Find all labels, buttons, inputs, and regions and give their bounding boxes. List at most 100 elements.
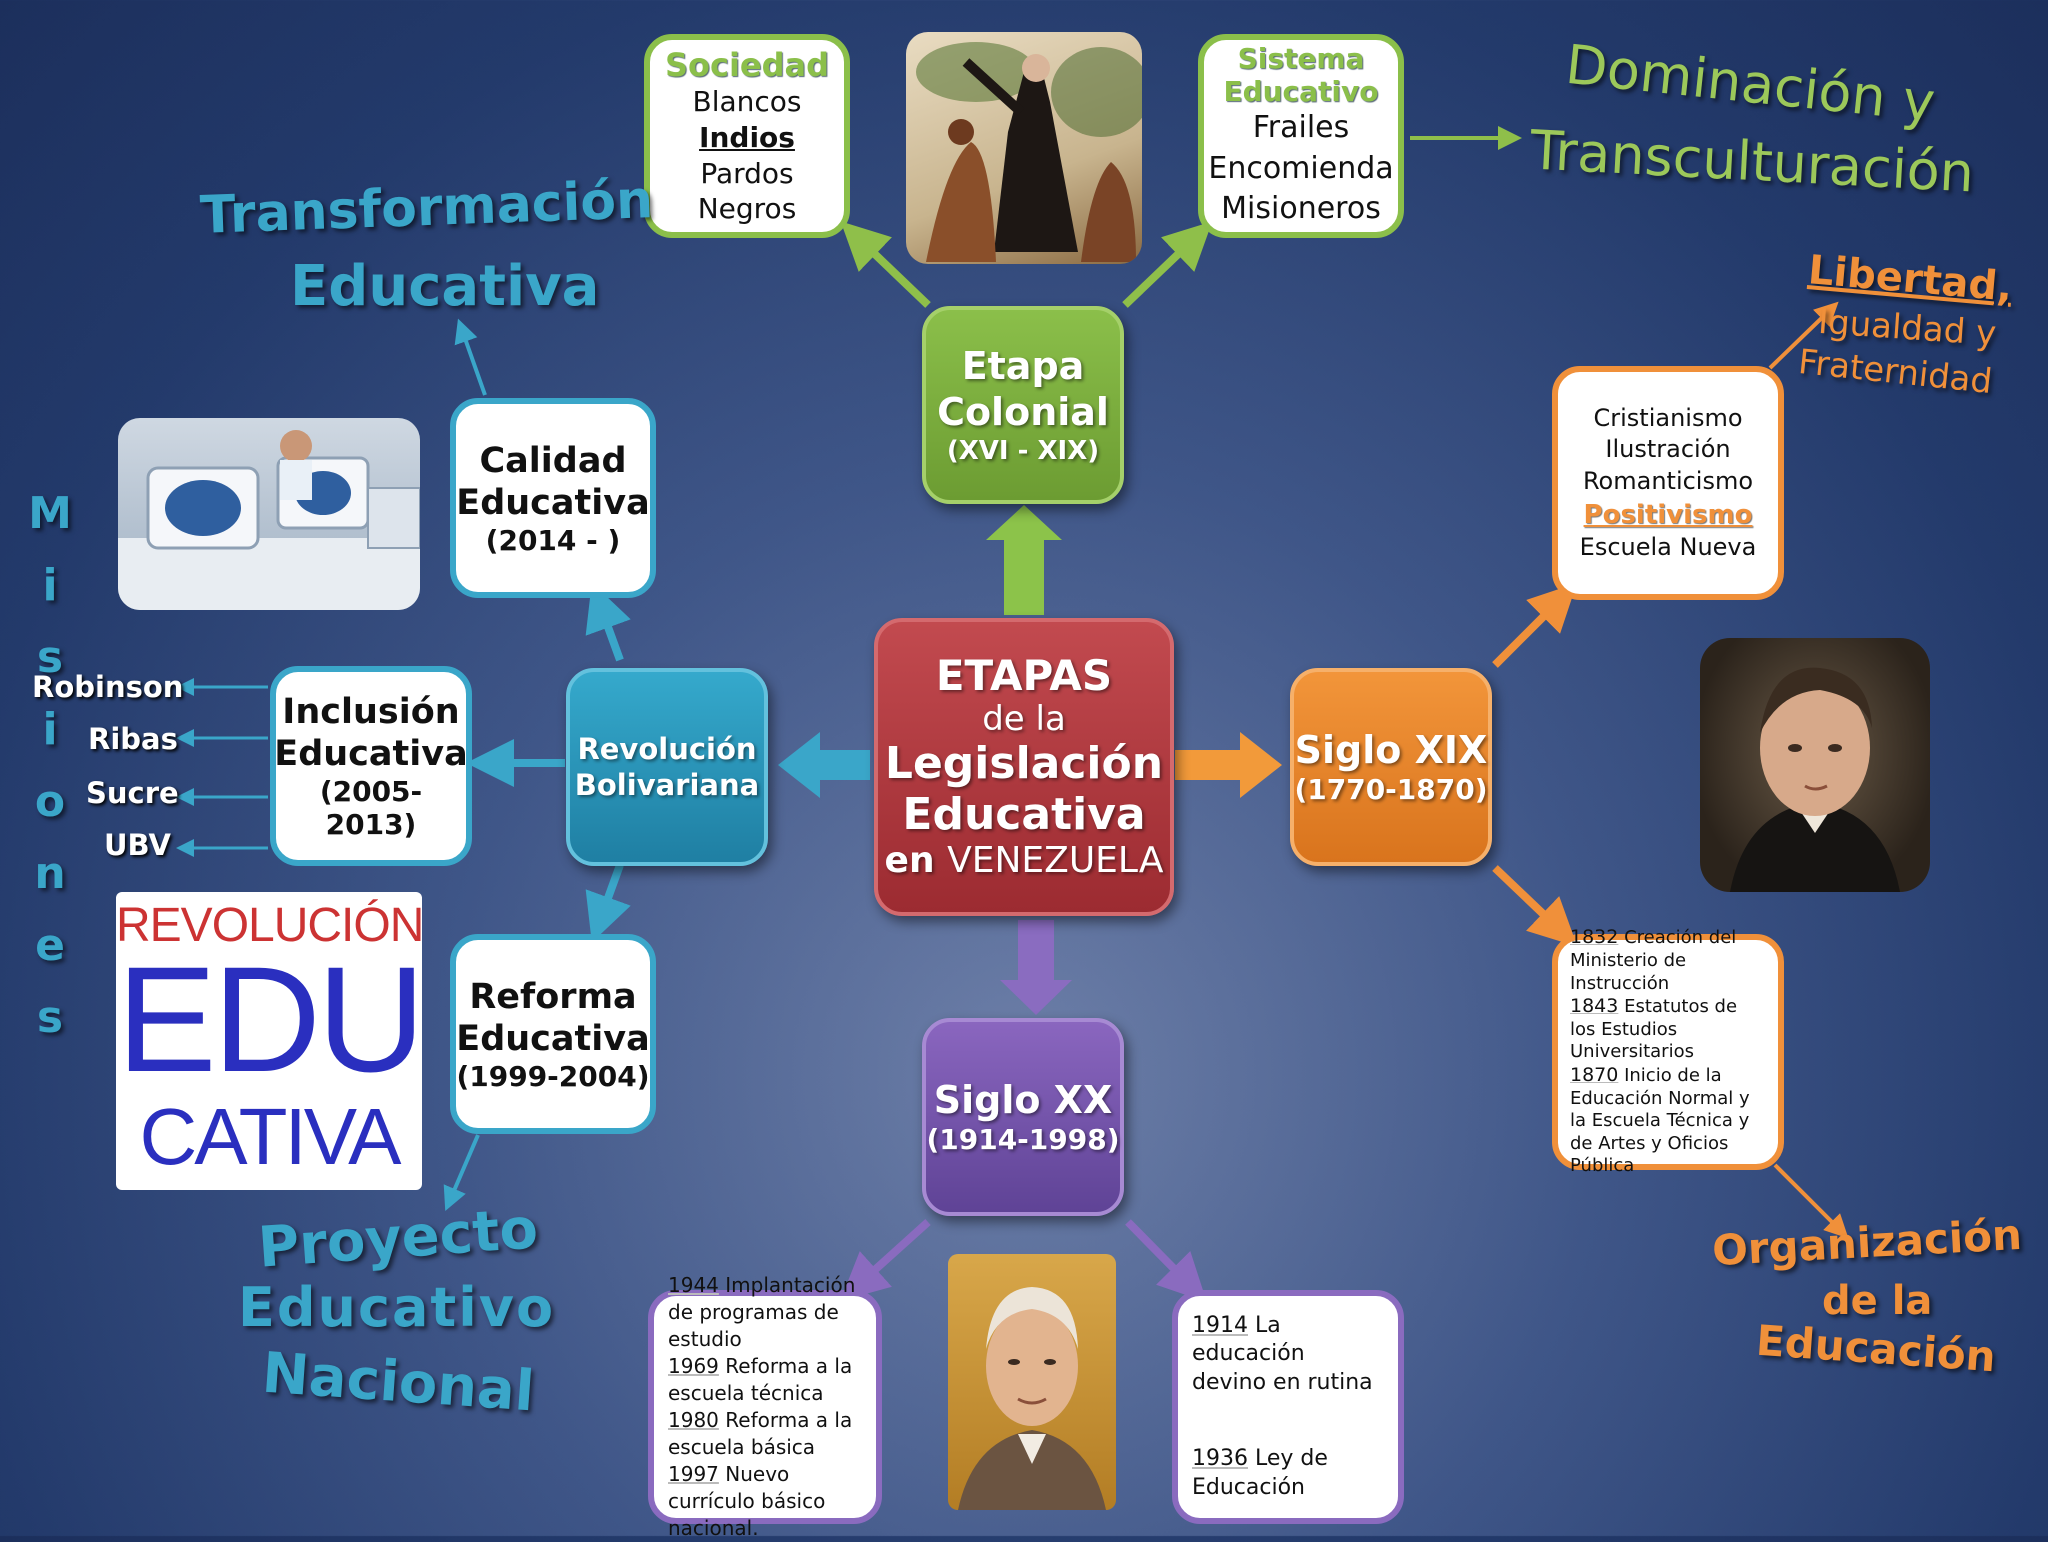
- inclusion-period: (2005-2013): [319, 775, 423, 841]
- arrow-to-siglo19: [1175, 732, 1282, 798]
- transformacion-line-2: Educativa: [290, 254, 600, 319]
- node-revolucion-bolivariana: Revolución Bolivariana: [566, 668, 768, 866]
- revolucion-line-1: Revolución: [577, 731, 757, 766]
- mision-label: UBV: [104, 828, 171, 862]
- hito-text: Reforma a la escuela básica: [668, 1408, 853, 1459]
- hito-text: Reforma a la escuela técnica: [668, 1354, 853, 1405]
- mision-sucre: Sucre: [86, 776, 179, 810]
- misiones-letter: o: [34, 776, 66, 827]
- logo-line-1: REVOLUCIÓN: [116, 899, 422, 952]
- box-hitos-xix: 1832 Creación del Ministerio de Instrucc…: [1552, 926, 1784, 1176]
- colonial-period: (XVI - XIX): [946, 435, 1100, 466]
- hito-text: Nuevo currículo básico nacional.: [668, 1462, 826, 1540]
- mision-label: Robinson: [32, 670, 184, 704]
- organizacion-line-2: de la: [1822, 1278, 1933, 1324]
- sistema-item: Misioneros: [1221, 191, 1381, 227]
- calidad-line-2: Educativa: [456, 482, 650, 523]
- sociedad-item: Pardos: [700, 156, 794, 190]
- mision-label: Sucre: [86, 776, 179, 810]
- colonial-title-1: Etapa: [961, 344, 1085, 389]
- center-line-1: ETAPAS: [935, 650, 1113, 700]
- box-calidad-educativa: Calidad Educativa (2014 - ): [450, 398, 656, 598]
- node-etapa-colonial: Etapa Colonial (XVI - XIX): [922, 306, 1124, 504]
- hito-year: 1832: [1570, 926, 1619, 949]
- calidad-period: (2014 - ): [485, 523, 621, 557]
- misiones-letter: M: [28, 488, 72, 539]
- center-line-4: Educativa: [902, 788, 1146, 840]
- hito20-item: 1914 La educación devino en rutina: [1192, 1312, 1384, 1398]
- logo-line-3: CATIVA: [139, 1092, 401, 1181]
- arrow-to-revolucion: [778, 732, 870, 798]
- proyecto-line-2: Educativo: [238, 1276, 556, 1339]
- node-siglo-xx: Siglo XX (1914-1998): [922, 1018, 1124, 1216]
- hito-text: Implantación de programas de estudio: [668, 1273, 856, 1351]
- revolucion-educativa-logo: REVOLUCIÓN EDU CATIVA: [116, 892, 422, 1190]
- mision-robinson: Robinson: [32, 670, 183, 704]
- mision-label: Ribas: [88, 722, 178, 756]
- misiones-letter: s: [36, 992, 64, 1043]
- reforma-line-2: Educativa: [456, 1018, 650, 1059]
- center-node: ETAPAS de la Legislación Educativa en VE…: [874, 618, 1174, 916]
- sociedad-item: Blancos: [692, 85, 802, 118]
- hito-year: 1870: [1570, 1063, 1619, 1086]
- hito-year: 1843: [1570, 995, 1619, 1018]
- hito20-item: 1936 Ley de Educación: [1192, 1445, 1384, 1502]
- mision-ribas: Ribas: [88, 722, 178, 756]
- hitos20a-list: 1944 Implantación de programas de estudi…: [668, 1272, 862, 1542]
- hitos20b-list: 1914 La educación devino en rutina 1936 …: [1192, 1312, 1384, 1503]
- hito-year: 1997: [668, 1462, 719, 1486]
- sistema-title-1: Sistema: [1237, 42, 1365, 75]
- box-ideas-xix: Cristianismo Ilustración Romanticismo Po…: [1552, 366, 1784, 600]
- misiones-letter: i: [42, 560, 58, 611]
- center-line-3: Legislación: [884, 738, 1164, 789]
- hito20-item: 1969 Reforma a la escuela técnica: [668, 1353, 862, 1407]
- label-proyecto-educativo: Educativo: [238, 1276, 555, 1339]
- hito-text: La educación devino en rutina: [1192, 1312, 1373, 1395]
- hito-text: Inicio de la Educación Normal y la Escue…: [1570, 1064, 1750, 1177]
- revolucion-line-2: Bolivariana: [574, 768, 760, 802]
- misiones-letter: n: [34, 848, 66, 899]
- hito19-item: 1843 Estatutos de los Estudios Universit…: [1570, 995, 1766, 1064]
- hito-text: Creación del Ministerio de Instrucción: [1570, 927, 1737, 994]
- hito20-item: 1980 Reforma a la escuela básica: [668, 1407, 862, 1461]
- siglo20-period: (1914-1998): [926, 1123, 1120, 1157]
- box-inclusion-educativa: Inclusión Educativa (2005-2013): [270, 666, 472, 866]
- siglo20-title: Siglo XX: [933, 1077, 1113, 1122]
- inclusion-line-1: Inclusión: [282, 692, 460, 732]
- hito-text: Ley de Educación: [1192, 1446, 1328, 1500]
- classroom-computers-image: [118, 418, 420, 610]
- hito-year: 1936: [1192, 1446, 1248, 1472]
- label-de-la: de la: [1822, 1278, 1932, 1324]
- calidad-line-1: Calidad: [479, 440, 627, 481]
- sistema-title-2: Educativo: [1223, 74, 1379, 108]
- center-line-5: en VENEZUELA: [885, 840, 1164, 881]
- siglo19-period: (1770-1870): [1294, 773, 1488, 807]
- sociedad-item: Negros: [697, 192, 797, 226]
- hitos19-list: 1832 Creación del Ministerio de Instrucc…: [1570, 926, 1766, 1177]
- reforma-line-1: Reforma: [469, 976, 637, 1017]
- sociedad-title: Sociedad: [664, 46, 830, 84]
- center-line-2: de la: [982, 699, 1066, 739]
- hito20-item: 1997 Nuevo currículo básico nacional.: [668, 1461, 862, 1542]
- center-venezuela: VENEZUELA: [947, 840, 1164, 882]
- node-siglo-xix: Siglo XIX (1770-1870): [1290, 668, 1492, 866]
- label-educativa: Educativa: [290, 254, 599, 319]
- ideas-item: Romanticismo: [1582, 466, 1754, 495]
- portrait-xix-image: [1700, 638, 1930, 892]
- misiones-letter: e: [35, 920, 65, 971]
- arrow-to-siglo20: [1000, 920, 1072, 1015]
- colonial-title-2: Colonial: [937, 390, 1109, 434]
- hito-year: 1914: [1192, 1312, 1248, 1338]
- siglo19-title: Siglo XIX: [1294, 727, 1488, 772]
- mision-ubv: UBV: [104, 828, 171, 862]
- box-hitos-xx-right: 1914 La educación devino en rutina 1936 …: [1172, 1290, 1404, 1524]
- label-misiones-vertical: M i s i o n e s: [28, 478, 72, 1054]
- sociedad-item: Indios: [699, 120, 795, 154]
- ideas-item: Escuela Nueva: [1579, 532, 1757, 561]
- portrait-xx-image: [948, 1254, 1116, 1510]
- ideas-item: Ilustración: [1605, 435, 1731, 464]
- center-en: en: [884, 840, 935, 882]
- hito19-item: 1832 Creación del Ministerio de Instrucc…: [1570, 926, 1766, 995]
- logo-line-2: EDU: [116, 935, 422, 1103]
